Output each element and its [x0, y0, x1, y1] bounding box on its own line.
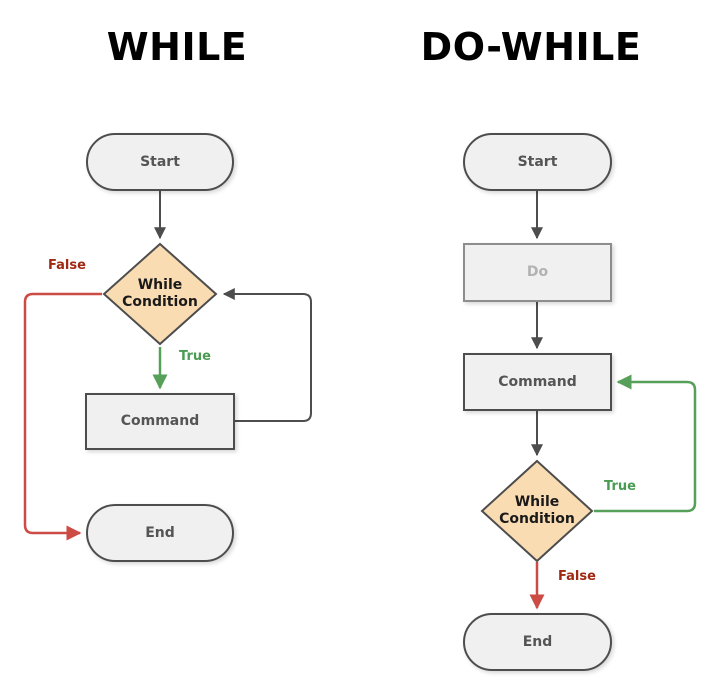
while-edge-condition-false-to-end — [23, 292, 102, 541]
dowhile-node-end[interactable]: End — [463, 613, 612, 671]
dowhile-label-false: False — [558, 569, 596, 584]
dowhile-node-start[interactable]: Start — [463, 133, 612, 191]
while-edge-command-loop-back — [222, 288, 312, 422]
dowhile-label-true: True — [604, 479, 636, 494]
dowhile-node-while-condition[interactable]: While Condition — [480, 459, 594, 563]
while-chart-title: WHILE — [106, 25, 248, 69]
dowhile-node-do[interactable]: Do — [463, 243, 612, 302]
while-node-end[interactable]: End — [86, 504, 234, 562]
dowhile-chart-title: DO-WHILE — [420, 25, 642, 69]
diamond-shape-icon — [102, 242, 218, 346]
while-label-true: True — [179, 349, 211, 364]
while-label-false: False — [48, 258, 86, 273]
dowhile-edge-condition-true-loop-back — [594, 374, 697, 513]
while-node-start[interactable]: Start — [86, 133, 234, 191]
diamond-shape-icon — [480, 459, 594, 563]
while-node-command[interactable]: Command — [85, 393, 235, 450]
dowhile-node-command[interactable]: Command — [463, 353, 612, 411]
while-node-while-condition[interactable]: While Condition — [102, 242, 218, 346]
